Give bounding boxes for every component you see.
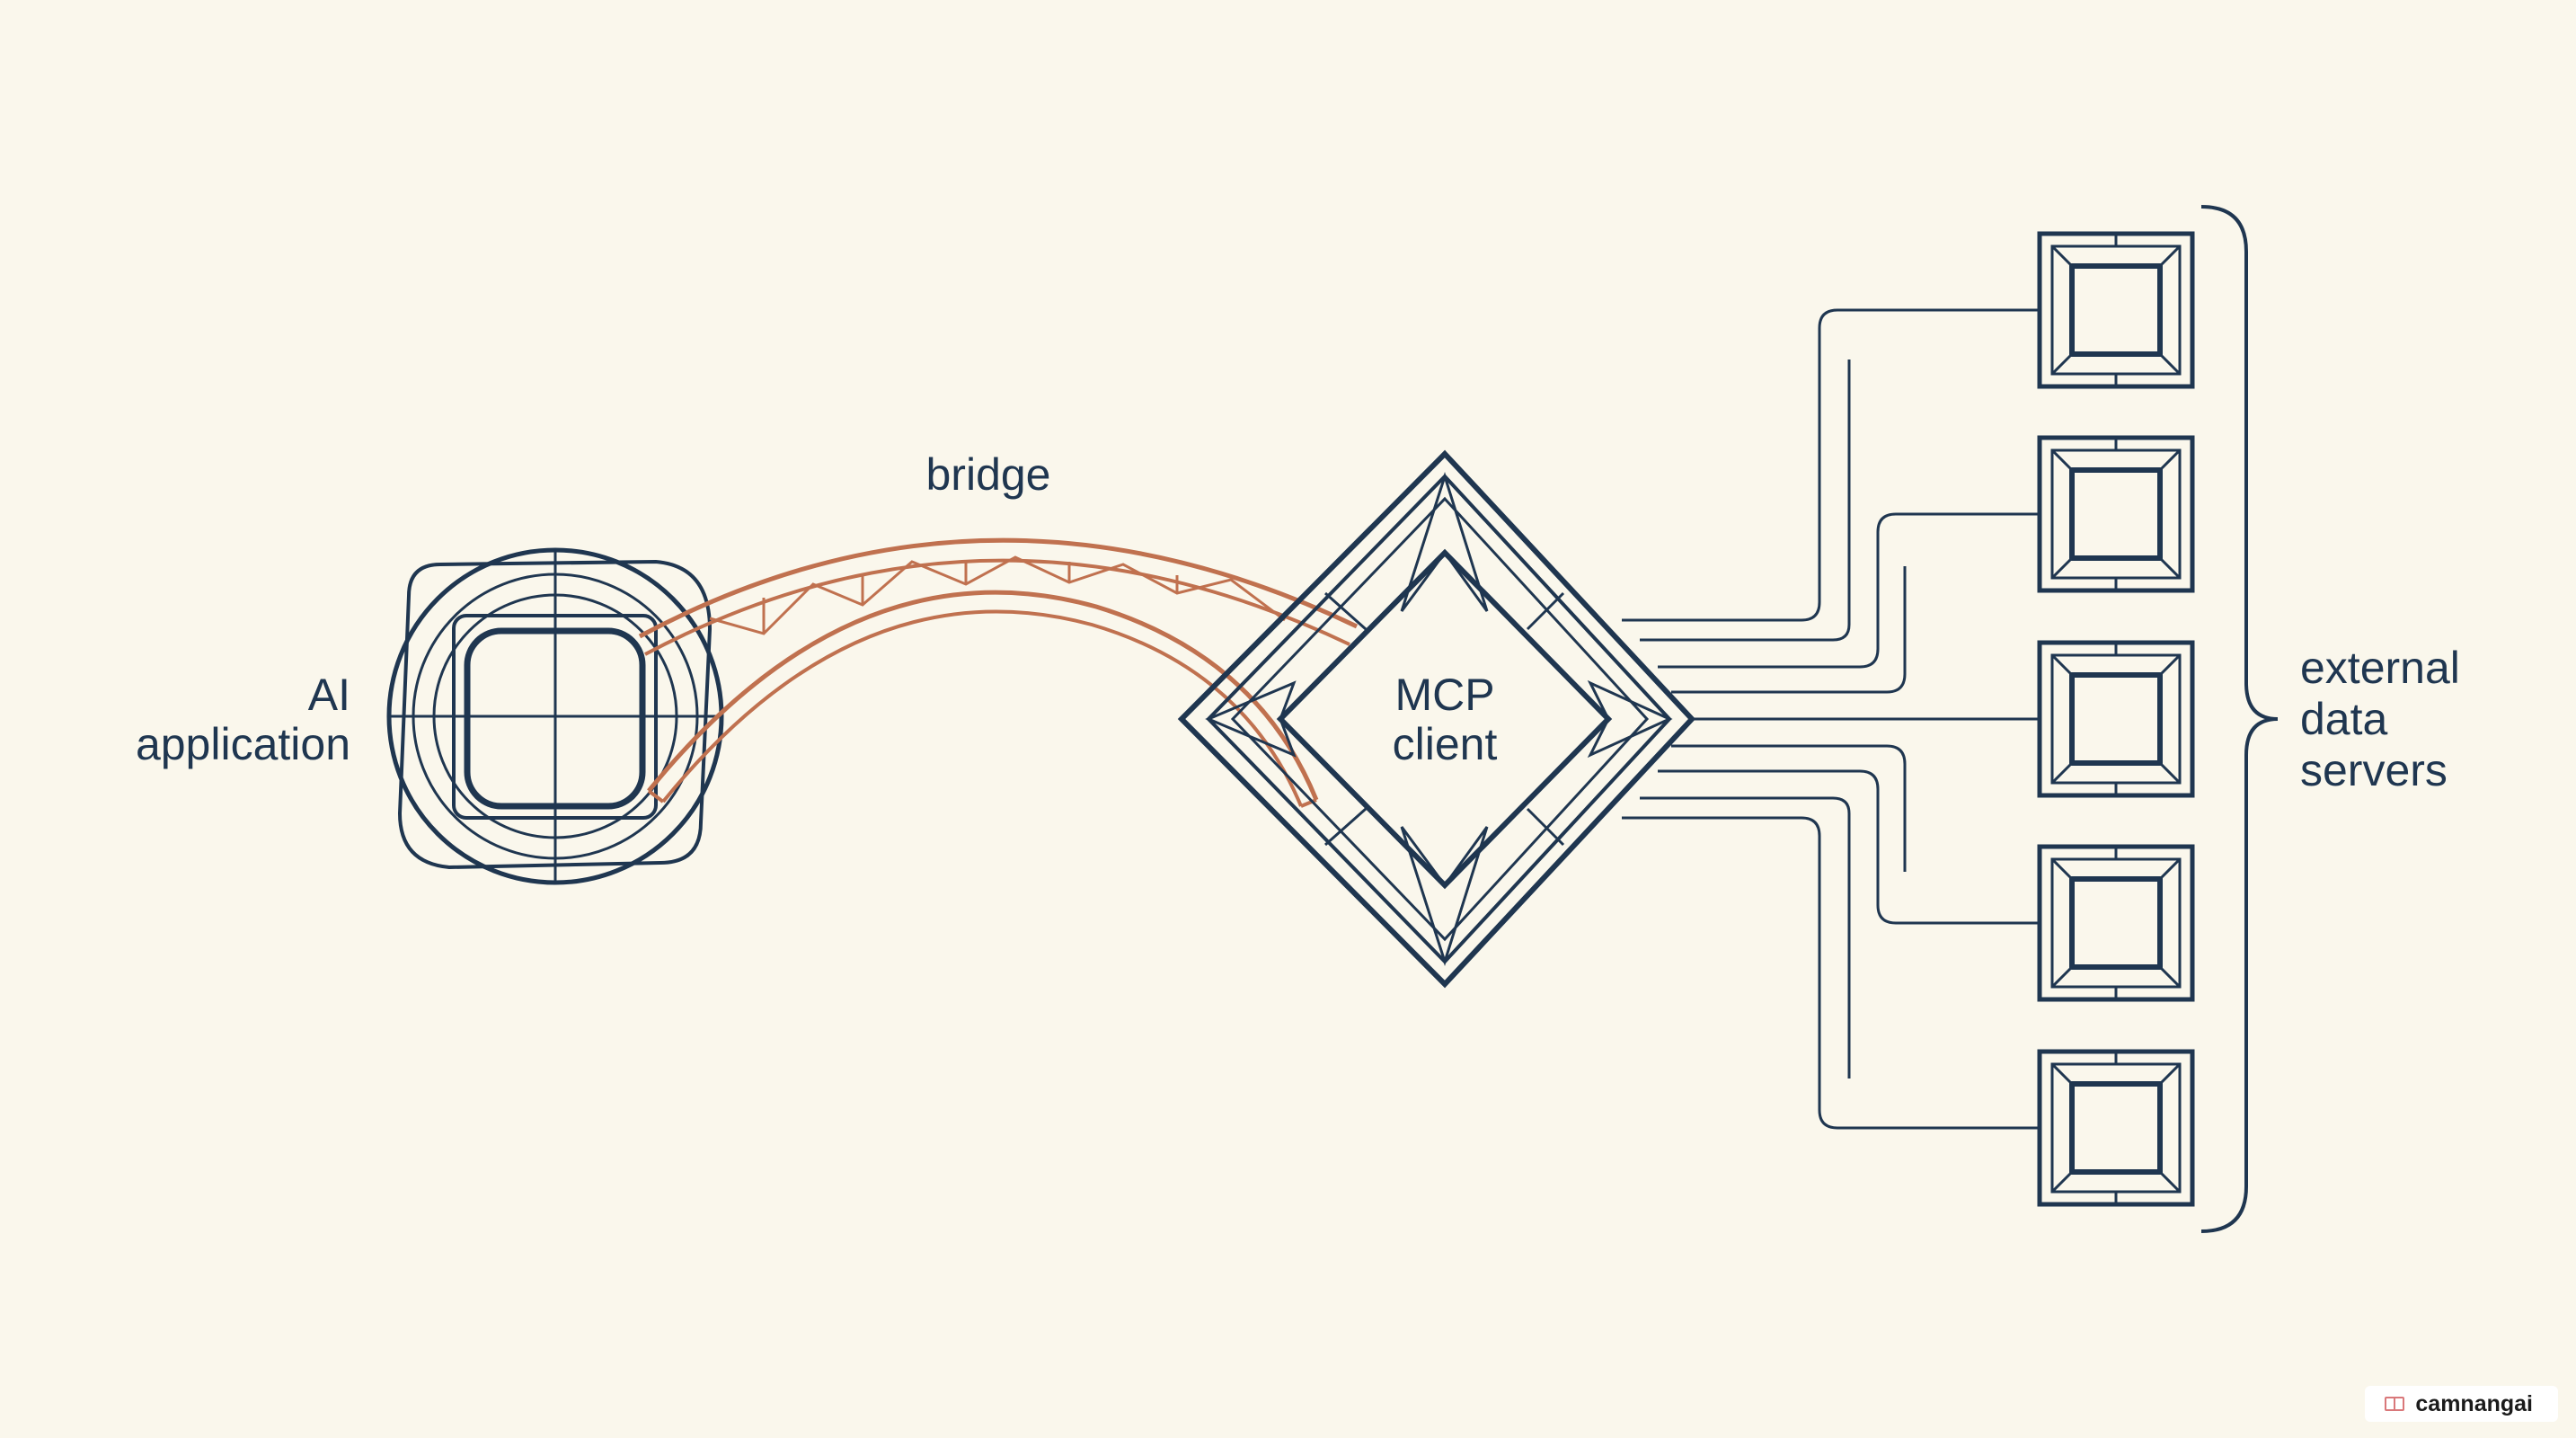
mcp-facet-lines	[1205, 472, 1673, 966]
server-bevel-lines	[2050, 1052, 2182, 1204]
servers-brace	[2200, 205, 2279, 1233]
ai-application-label-line2: application	[136, 719, 350, 769]
mcp-client-label-line2: client	[1393, 719, 1498, 769]
connector-server-5	[1622, 816, 2040, 1130]
bridge-upper-chord-outer	[638, 537, 1359, 639]
bridge-label: bridge	[926, 449, 1051, 500]
server-core	[2069, 467, 2163, 561]
ai-application-node	[386, 547, 724, 885]
server-stack	[2037, 231, 2195, 1207]
external-servers-label-line3: servers	[2300, 745, 2448, 795]
connector-server-2-shadow	[1671, 566, 1907, 694]
watermark-text: camnangai	[2415, 1390, 2533, 1416]
bridge-lower-arch-inner	[661, 609, 1303, 807]
ai-application-label-line1: AI	[308, 670, 350, 720]
server-box-2	[2037, 435, 2195, 593]
bridge-left-cap	[647, 789, 665, 803]
ai-node-core	[464, 627, 646, 810]
server-bevel-lines	[2050, 234, 2182, 386]
ai-node-rounded-square	[397, 559, 713, 870]
bridge-right-cap	[1300, 798, 1317, 808]
external-servers-label-line2: data	[2300, 694, 2388, 744]
bridge-upper-chord-inner	[644, 558, 1350, 656]
book-icon	[2385, 1397, 2405, 1411]
connector-server-4-shadow	[1671, 744, 1907, 872]
mcp-diamond-outer	[1177, 449, 1696, 989]
watermark-badge: camnangai	[2365, 1386, 2558, 1422]
server-box-1	[2037, 231, 2195, 389]
external-servers-label-line1: external	[2300, 643, 2460, 693]
connector-server-1-shadow	[1640, 360, 1851, 642]
server-core	[2069, 876, 2163, 970]
mcp-client-node	[1177, 449, 1696, 989]
bridge-truss-posts	[762, 562, 1179, 634]
server-box-5	[2037, 1049, 2195, 1207]
server-core	[2069, 263, 2163, 357]
server-bevel-lines	[2050, 643, 2182, 795]
server-bevel-lines	[2050, 847, 2182, 999]
server-connectors	[1622, 308, 2040, 1130]
server-core	[2069, 1081, 2163, 1175]
mcp-diamond-ring	[1230, 496, 1650, 942]
connector-server-2	[1658, 512, 2040, 669]
server-core	[2069, 672, 2163, 766]
server-box-4	[2037, 844, 2195, 1002]
connector-server-5-shadow	[1640, 796, 1851, 1078]
server-box-3	[2037, 640, 2195, 798]
bridge-arc	[638, 537, 1359, 808]
ai-node-outer-frame	[452, 614, 658, 820]
bridge-lower-arch-outer	[647, 590, 1319, 801]
connector-server-1	[1622, 308, 2040, 622]
connector-server-4	[1658, 769, 2040, 925]
bridge-truss	[709, 555, 1286, 635]
server-bevel-lines	[2050, 438, 2182, 590]
mcp-client-label-line1: MCP	[1394, 670, 1494, 720]
